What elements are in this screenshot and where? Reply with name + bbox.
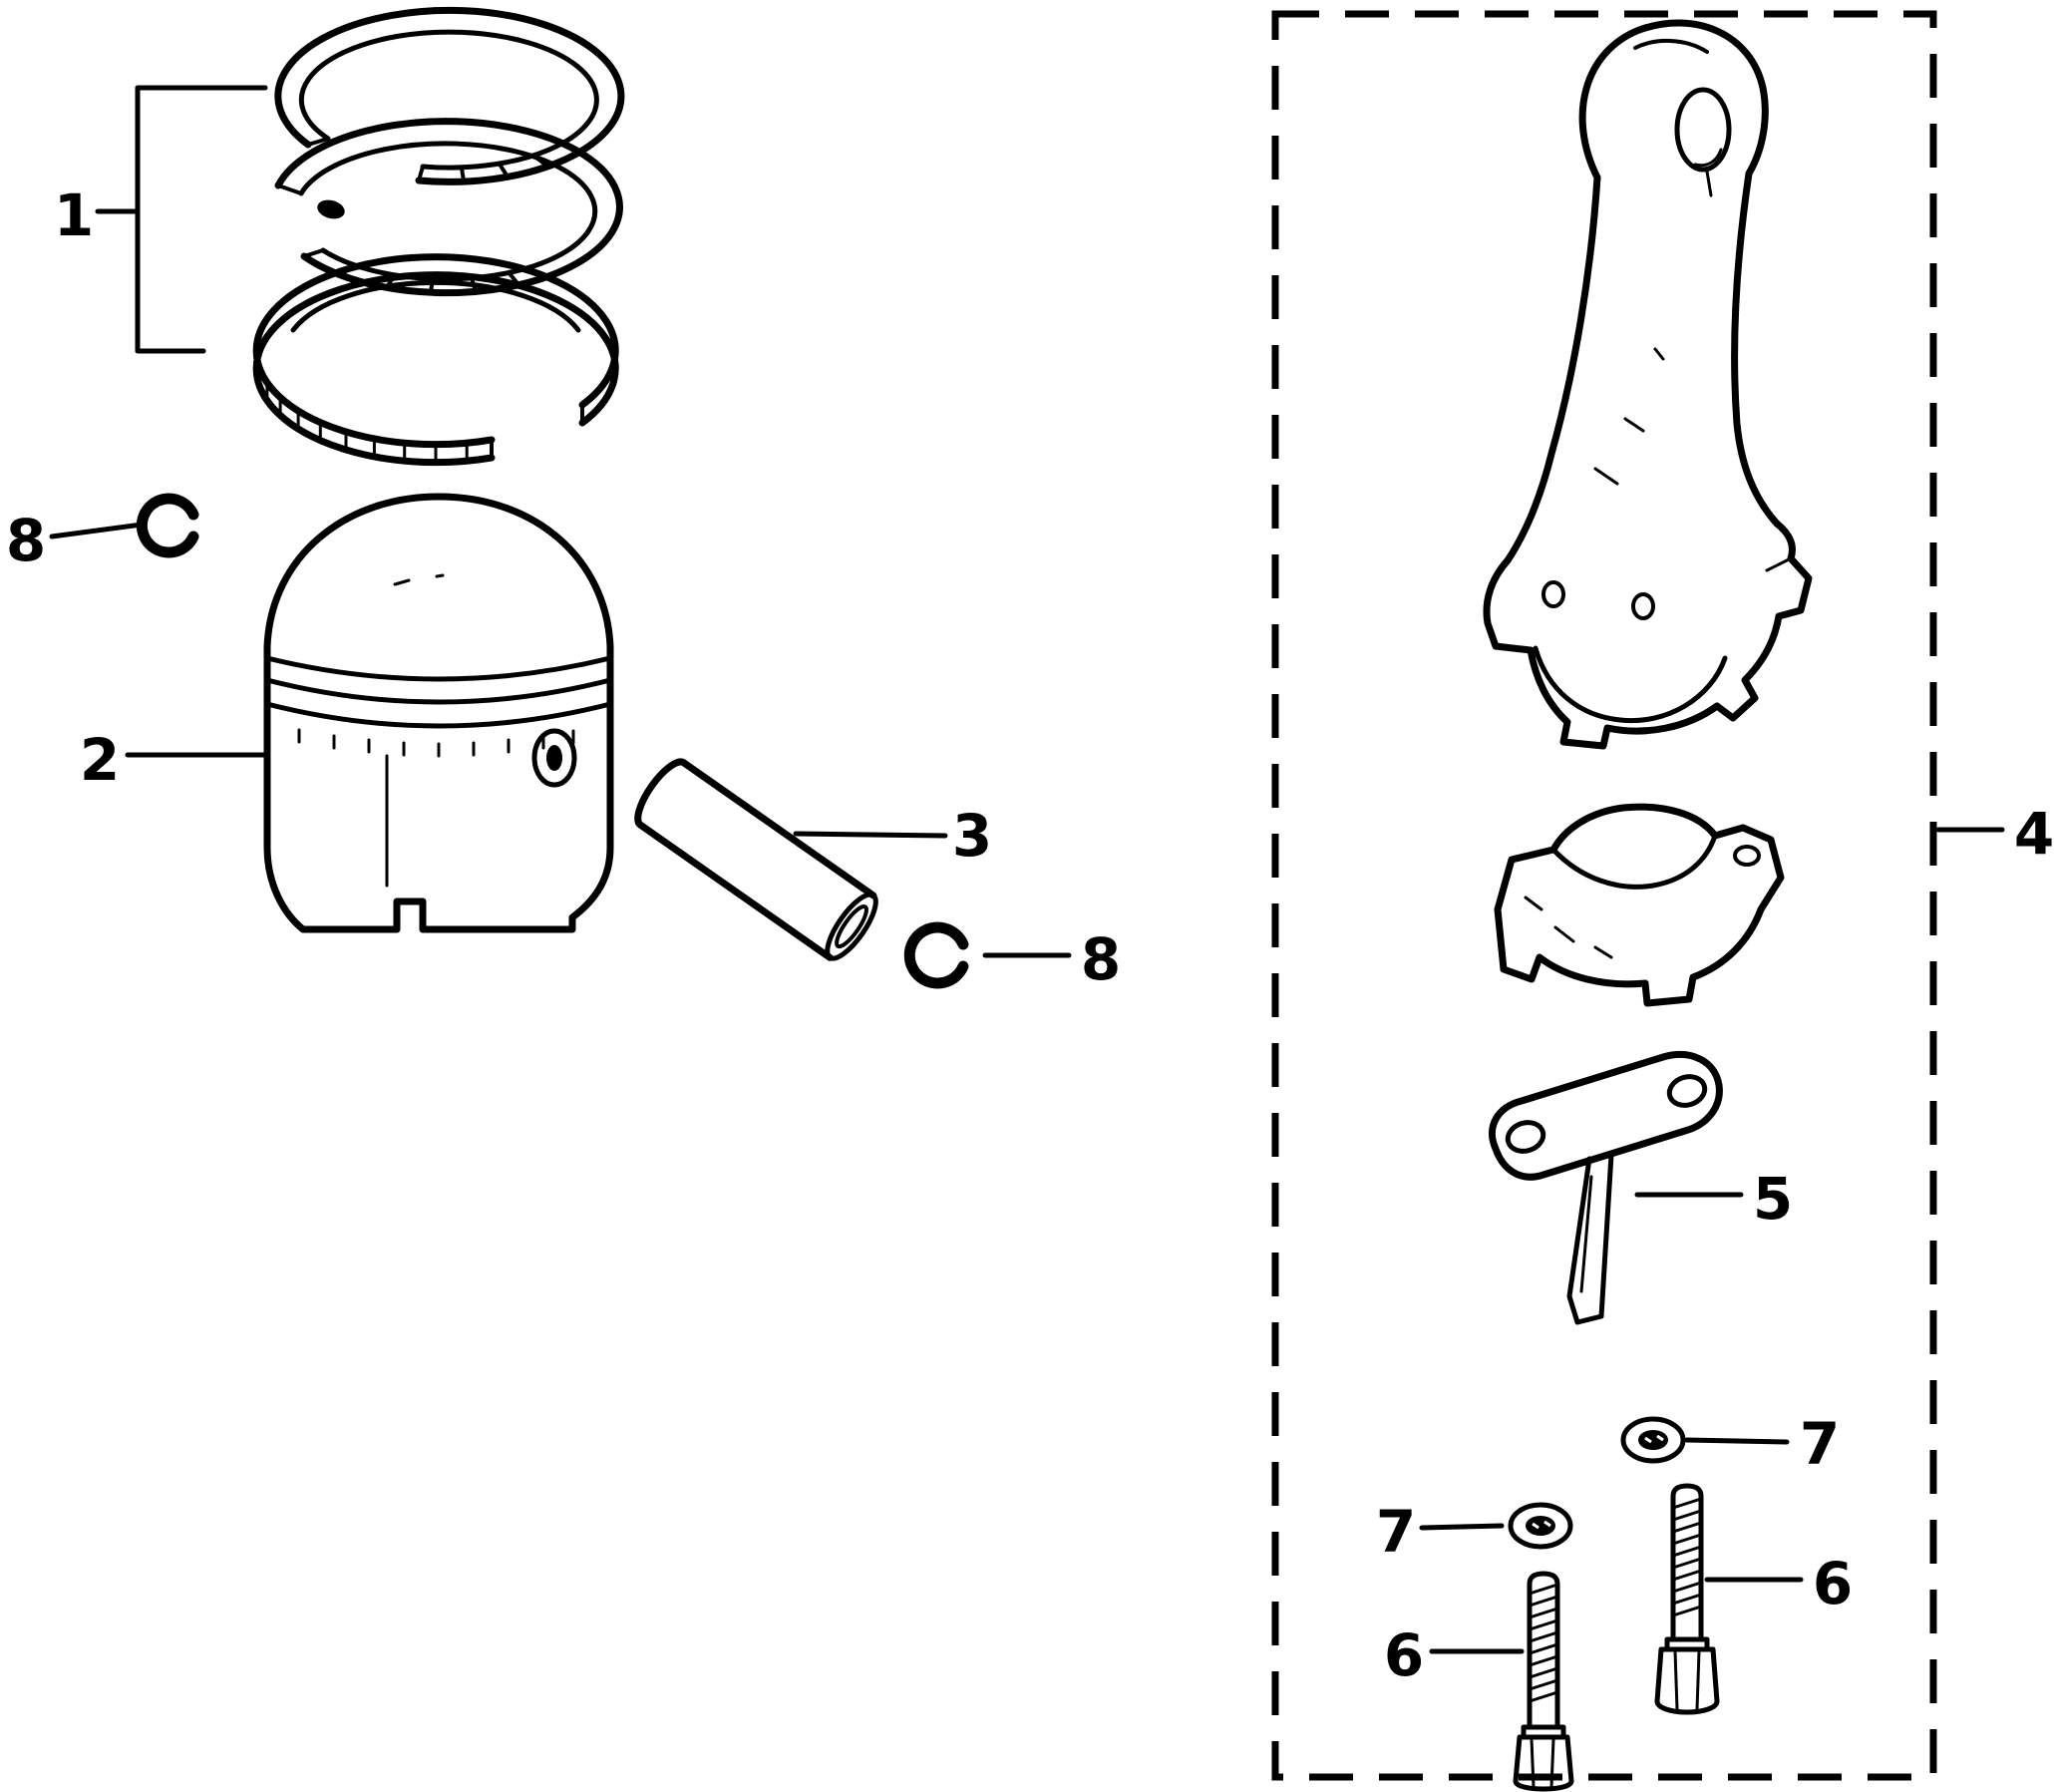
piston-pin-clip-left: 8 bbox=[6, 493, 199, 574]
lock-washer-upper: 7 bbox=[1620, 1410, 1840, 1478]
callout-label-6-right: 6 bbox=[1813, 1550, 1853, 1617]
oil-dipper: 5 bbox=[1488, 1051, 1793, 1325]
dipper-blade bbox=[1566, 1152, 1614, 1325]
callout-label-8-left: 8 bbox=[6, 507, 46, 574]
piston: 2 bbox=[80, 493, 614, 933]
bolt-head-right bbox=[1654, 1646, 1720, 1715]
callout-label-2: 2 bbox=[80, 726, 120, 794]
callout-label-4: 4 bbox=[2014, 800, 2054, 868]
callout-label-6-left: 6 bbox=[1384, 1621, 1424, 1689]
rod-bolt-right: 6 bbox=[1654, 1483, 1853, 1715]
rod-bolt-hole-left bbox=[1541, 580, 1565, 608]
callout-label-3: 3 bbox=[952, 802, 992, 870]
leader-line-washer-upper bbox=[1684, 1437, 1790, 1445]
dipper-hole-right bbox=[1666, 1074, 1708, 1108]
lock-washer-lower: 7 bbox=[1376, 1498, 1573, 1566]
rod-bolt-left: 6 bbox=[1384, 1571, 1574, 1792]
piston-ring-set: 1 bbox=[54, 6, 625, 467]
bearing-cap-saddle bbox=[1550, 833, 1718, 890]
big-end-bore bbox=[1533, 645, 1728, 724]
piston-skirt-ticks bbox=[297, 728, 575, 758]
oil-ring bbox=[252, 253, 619, 467]
ring-gap-mark bbox=[317, 199, 345, 219]
bolt-head-left bbox=[1513, 1734, 1574, 1792]
callout-label-7-lower: 7 bbox=[1376, 1498, 1416, 1566]
piston-pin-boss-hole bbox=[531, 728, 577, 788]
piston-pin-clip-right: 8 bbox=[903, 921, 1121, 993]
callout-bracket-1 bbox=[95, 85, 268, 354]
small-end-hole bbox=[1674, 87, 1732, 173]
bolt-threads-right bbox=[1671, 1497, 1703, 1617]
bolt-threads-left bbox=[1528, 1583, 1559, 1703]
callout-label-7-upper: 7 bbox=[1800, 1410, 1840, 1478]
connecting-rod-assembly-box: 4 5 bbox=[1271, 10, 2054, 1792]
callout-label-8-right: 8 bbox=[1081, 925, 1121, 993]
piston-crown-marks bbox=[393, 573, 445, 586]
second-compression-ring bbox=[274, 118, 623, 297]
callout-label-1: 1 bbox=[54, 181, 94, 249]
dashed-group-border bbox=[1271, 10, 1937, 1781]
piston-pin: 3 bbox=[634, 758, 992, 961]
leader-line-clip-left bbox=[49, 522, 145, 539]
callout-label-5: 5 bbox=[1753, 1165, 1793, 1233]
bearing-cap bbox=[1494, 803, 1785, 1007]
top-compression-ring bbox=[274, 6, 625, 185]
leader-line-pin bbox=[793, 831, 948, 839]
bearing-cap-hole bbox=[1733, 845, 1761, 867]
dipper-hole-left bbox=[1505, 1120, 1546, 1154]
rod-bolt-hole-right bbox=[1631, 592, 1655, 620]
piston-ring-grooves bbox=[264, 655, 613, 729]
connecting-rod bbox=[1483, 19, 1813, 750]
leader-line-washer-lower bbox=[1419, 1523, 1505, 1531]
